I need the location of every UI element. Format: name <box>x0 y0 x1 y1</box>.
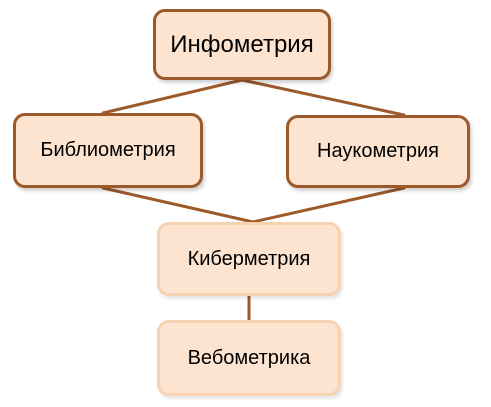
node-label: Вебометрика <box>187 346 311 369</box>
node-infometria: Инфометрия <box>153 9 331 80</box>
connector-bibliometria-infometria <box>101 78 244 115</box>
node-label: Библиометрия <box>40 139 176 161</box>
node-label: Инфометрия <box>170 30 314 58</box>
node-bibliometria: Библиометрия <box>13 113 203 188</box>
node-kibermetria: Киберметрия <box>157 222 341 296</box>
node-label: Наукометрия <box>317 140 439 162</box>
connector-naukometria-infometria <box>240 78 406 117</box>
connector-naukometria-kibermetria <box>251 186 406 224</box>
node-vebometrika: Вебометрика <box>157 320 341 396</box>
node-label: Киберметрия <box>187 247 311 270</box>
connector-bibliometria-kibermetria <box>101 186 255 224</box>
node-naukometria: Наукометрия <box>286 115 470 188</box>
